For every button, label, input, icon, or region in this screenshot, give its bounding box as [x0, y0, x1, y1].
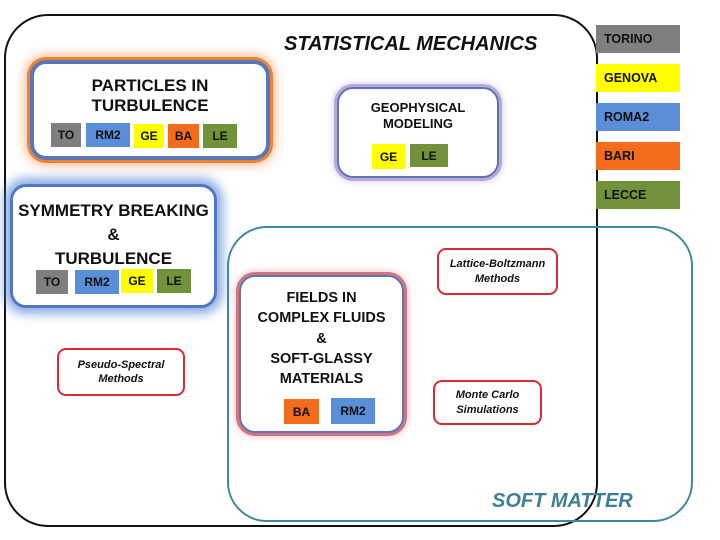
topic-title-line: GEOPHYSICAL [370, 100, 466, 115]
method-monte-carlo: Monte Carlo Simulations [433, 380, 542, 425]
legend-item-genova: GENOVA [596, 64, 680, 92]
tag-le: LE [157, 269, 191, 293]
topic-particles-in-turbulence: PARTICLES IN TURBULENCE [30, 60, 270, 160]
topic-title-line: TURBULENCE [91, 96, 209, 116]
topic-title-line: SYMMETRY BREAKING [18, 201, 209, 220]
soft-matter-region [227, 226, 693, 522]
topic-title: FIELDS IN COMPLEX FLUIDS & SOFT-GLASSY M… [241, 288, 402, 389]
topic-title-line: & [316, 330, 327, 347]
tag-le: LE [410, 144, 448, 167]
topic-title-line: COMPLEX FLUIDS [257, 310, 386, 327]
topic-symmetry-breaking-turbulence: SYMMETRY BREAKING & TURBULENCE [10, 184, 217, 308]
method-label: Monte Carlo [455, 389, 520, 402]
method-label: Pseudo-Spectral [77, 358, 165, 371]
statistical-mechanics-title: STATISTICAL MECHANICS [284, 33, 538, 55]
tag-rm2: RM2 [75, 270, 119, 294]
legend-item-torino: TORINO [596, 25, 680, 53]
tag-to: TO [51, 123, 81, 147]
method-lattice-boltzmann: Lattice-Boltzmann Methods [437, 248, 558, 295]
topic-title: GEOPHYSICAL MODELING [339, 100, 497, 131]
tag-ge: GE [372, 144, 405, 169]
soft-matter-title: SOFT MATTER [492, 490, 633, 512]
topic-title-line: MATERIALS [279, 371, 364, 388]
tag-rm2: RM2 [331, 398, 375, 424]
legend-item-lecce: LECCE [596, 181, 680, 209]
method-label: Methods [98, 373, 144, 385]
topic-title-line: SOFT-GLASSY [270, 350, 373, 367]
topic-title-line: FIELDS IN [286, 290, 357, 306]
tag-rm2: RM2 [86, 123, 130, 147]
tag-ba: BA [284, 399, 319, 424]
topic-title-line: MODELING [382, 115, 454, 131]
topic-title-line: PARTICLES IN [91, 76, 209, 95]
tag-to: TO [36, 270, 68, 294]
topic-geophysical-modeling: GEOPHYSICAL MODELING [337, 87, 499, 178]
method-label: Lattice-Boltzmann [449, 258, 546, 271]
topic-title: PARTICLES IN TURBULENCE [34, 76, 266, 117]
topic-fields-in-complex-fluids: FIELDS IN COMPLEX FLUIDS & SOFT-GLASSY M… [239, 275, 404, 433]
statistical-mechanics-region [4, 14, 598, 527]
method-pseudo-spectral: Pseudo-Spectral Methods [57, 348, 185, 396]
tag-le: LE [203, 124, 237, 148]
legend-item-roma2: ROMA2 [596, 103, 680, 131]
legend-item-bari: BARI [596, 142, 680, 170]
topic-title-line: TURBULENCE [54, 248, 173, 268]
tag-ge: GE [121, 269, 153, 293]
method-label: Methods [474, 272, 521, 285]
topic-title-line: & [107, 224, 120, 244]
topic-title: SYMMETRY BREAKING & TURBULENCE [13, 199, 214, 270]
tag-ge: GE [134, 124, 164, 148]
method-label: Simulations [456, 403, 519, 416]
tag-ba: BA [168, 124, 199, 148]
